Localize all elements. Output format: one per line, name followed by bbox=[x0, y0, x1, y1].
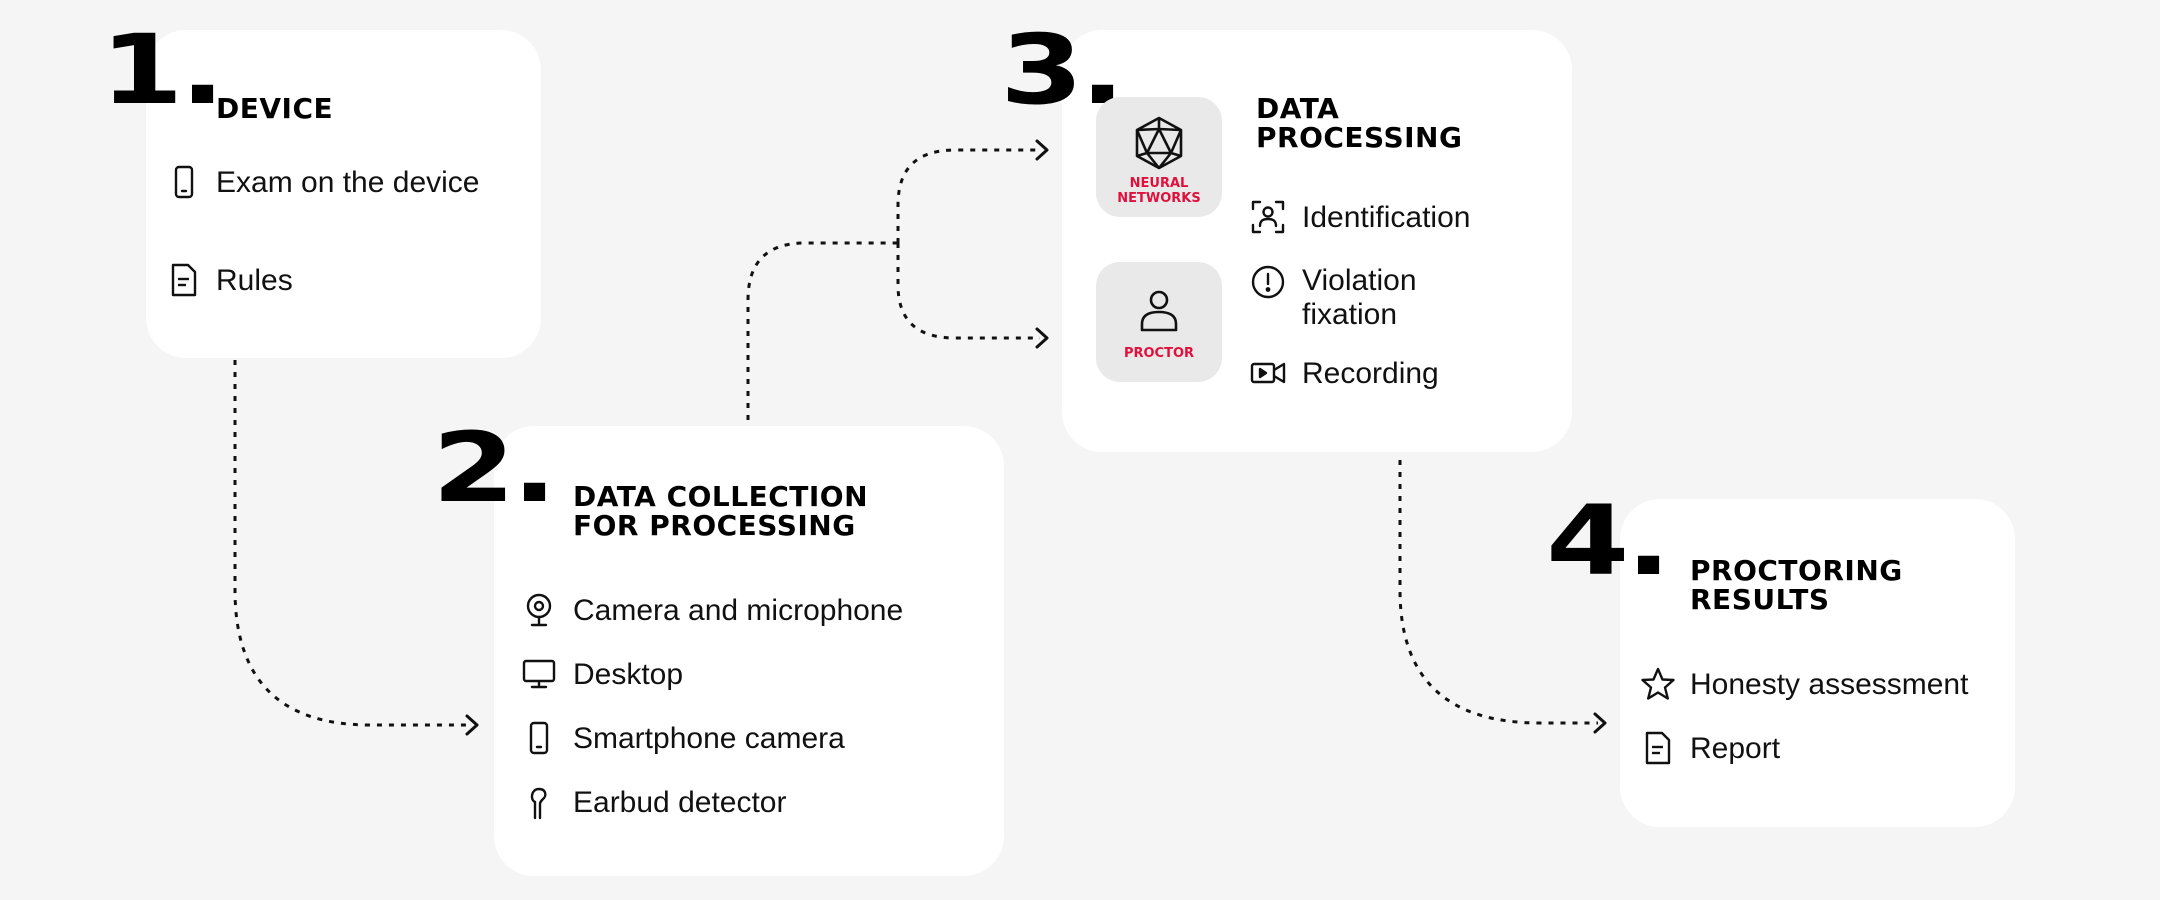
connector-to-neural-networks bbox=[896, 148, 1040, 243]
proctor-label: PROCTOR bbox=[1123, 346, 1195, 361]
document-icon bbox=[171, 263, 197, 297]
person-icon bbox=[1140, 290, 1178, 332]
step-3-item-violation-label: Violation fixation bbox=[1302, 264, 1417, 332]
step-3-item-identification-label: Identification bbox=[1302, 201, 1471, 234]
neural-networks-tile: NEURAL NETWORKS bbox=[1096, 97, 1222, 217]
step-2-number: 2. bbox=[432, 412, 557, 524]
monitor-icon bbox=[522, 659, 556, 689]
step-1-title: DEVICE bbox=[216, 92, 334, 125]
step-2-item-earbud-label: Earbud detector bbox=[573, 786, 787, 819]
step-2-title-line-2: FOR PROCESSING bbox=[573, 509, 856, 542]
step-2-item-desktop-label: Desktop bbox=[573, 658, 684, 691]
arrowhead-collection bbox=[465, 714, 479, 736]
step-3-item-violation-line-2: fixation bbox=[1302, 298, 1398, 331]
document-icon bbox=[1645, 731, 1671, 765]
step-3-item-violation-line-1: Violation bbox=[1302, 264, 1417, 297]
smartphone-icon bbox=[529, 721, 549, 755]
step-1-item-rules-label: Rules bbox=[216, 264, 293, 297]
connector-to-proctor bbox=[896, 243, 1040, 340]
face-scan-icon bbox=[1251, 200, 1285, 234]
step-3-title: DATA PROCESSING bbox=[1256, 94, 1462, 152]
step-3-title-line-2: PROCESSING bbox=[1256, 121, 1463, 154]
arrowhead-neural-networks bbox=[1035, 139, 1049, 161]
step-2-title: DATA COLLECTION FOR PROCESSING bbox=[573, 482, 868, 540]
arrowhead-proctor bbox=[1035, 327, 1049, 349]
step-2-item-smartphone-label: Smartphone camera bbox=[573, 722, 845, 755]
arrowhead-results bbox=[1593, 712, 1607, 734]
step-1-number: 1. bbox=[100, 14, 225, 126]
step-2-title-line-1: DATA COLLECTION bbox=[573, 480, 869, 513]
step-1-card bbox=[146, 30, 541, 358]
star-icon bbox=[1641, 667, 1675, 700]
connector-device-to-collection bbox=[233, 360, 470, 727]
earbud-icon bbox=[530, 787, 547, 820]
video-camera-icon bbox=[1250, 362, 1286, 384]
smartphone-icon bbox=[174, 165, 194, 199]
step-2-card bbox=[494, 426, 1004, 876]
alert-circle-icon bbox=[1251, 265, 1285, 299]
proctor-tile: PROCTOR bbox=[1096, 262, 1222, 382]
step-3-item-recording-label: Recording bbox=[1302, 357, 1439, 390]
step-4-title-line-1: PROCTORING bbox=[1690, 554, 1903, 587]
step-4-number: 4. bbox=[1546, 485, 1671, 597]
step-4-card bbox=[1620, 499, 2015, 827]
step-3-title-line-1: DATA bbox=[1256, 92, 1340, 125]
connector-collection-to-processing bbox=[746, 241, 898, 420]
neural-networks-label: NEURAL NETWORKS bbox=[1117, 176, 1201, 206]
step-4-title: PROCTORING RESULTS bbox=[1690, 556, 1903, 614]
webcam-icon bbox=[526, 593, 552, 627]
step-4-item-honesty-label: Honesty assessment bbox=[1690, 668, 1969, 701]
neural-network-icon bbox=[1135, 116, 1183, 170]
step-4-title-line-2: RESULTS bbox=[1690, 583, 1830, 616]
step-4-item-report-label: Report bbox=[1690, 732, 1781, 765]
step-2-item-camera-label: Camera and microphone bbox=[573, 594, 904, 627]
step-1-item-exam-label: Exam on the device bbox=[216, 166, 480, 199]
